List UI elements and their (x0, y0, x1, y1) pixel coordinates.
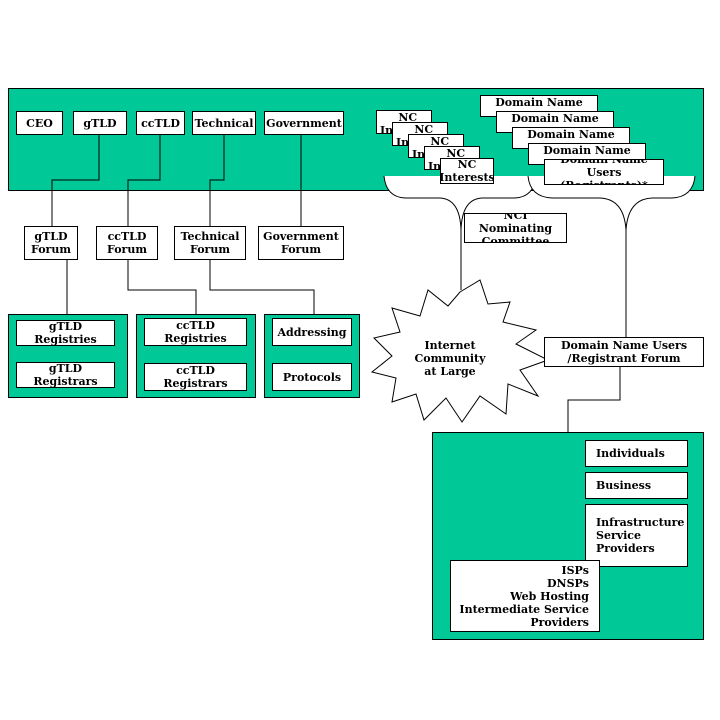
protocols-box: Protocols (272, 363, 352, 391)
cctld-forum: ccTLD Forum (96, 226, 158, 260)
business-box: Business (585, 472, 688, 499)
addressing-box: Addressing (272, 318, 352, 346)
gtld-forum: gTLD Forum (24, 226, 78, 260)
individuals-box: Individuals (585, 440, 688, 467)
gtld-box: gTLD (73, 111, 127, 135)
nc-brace (383, 175, 537, 231)
domain-users-card-5: Domain Name Users (Registrants)* (544, 159, 664, 185)
nc-interests-card-5: NC Interests (440, 158, 494, 184)
isps-box: ISPs DNSPs Web Hosting Intermediate Serv… (450, 560, 600, 632)
technical-box: Technical (192, 111, 256, 135)
cctld-box: ccTLD (136, 111, 185, 135)
cctld-registries-box: ccTLD Registries (144, 318, 247, 346)
registrant-forum: Domain Name Users /Registrant Forum (544, 337, 704, 367)
government-forum: Government Forum (258, 226, 344, 260)
infrastructure-box: Infrastructure Service Providers (585, 504, 688, 567)
cctld-registrars-box: ccTLD Registrars (144, 363, 247, 391)
nci-nominating-committee: NCI Nominating Committee (464, 213, 567, 243)
internet-community-burst (370, 279, 550, 423)
government-box: Government (264, 111, 344, 135)
internet-community-label: Internet Community at Large (414, 339, 486, 378)
ceo-box: CEO (16, 111, 63, 135)
technical-forum: Technical Forum (174, 226, 246, 260)
gtld-registries-box: gTLD Registries (16, 320, 115, 346)
domain-users-brace (527, 175, 696, 231)
gtld-registrars-box: gTLD Registrars (16, 362, 115, 388)
